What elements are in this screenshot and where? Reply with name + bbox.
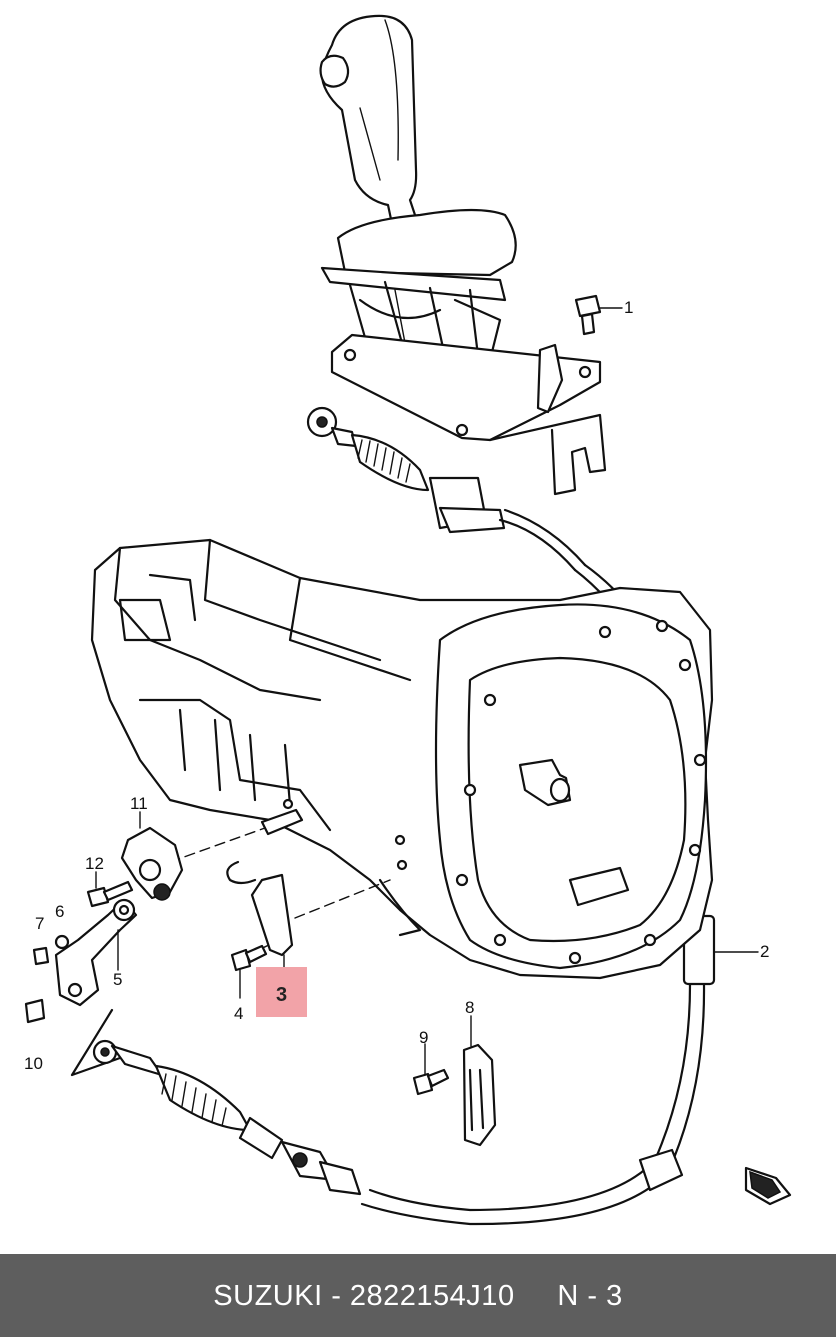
callout-6: 6 [55, 902, 65, 921]
transmission-shift-linkage-drawing [24, 14, 792, 1226]
callout-11: 11 [130, 794, 148, 813]
part-number-caption: SUZUKI - 2822154J10 N - 3 [213, 1280, 623, 1312]
bolt-4 [230, 944, 268, 999]
nut-10 [24, 998, 46, 1024]
callout-1: 1 [624, 298, 634, 317]
callout-3: 3 [275, 984, 288, 1006]
bolt-9 [412, 1043, 450, 1096]
callout-5: 5 [113, 970, 123, 989]
callout-9: 9 [419, 1028, 429, 1047]
bracket-3 [226, 860, 294, 969]
callout-12: 12 [85, 854, 104, 873]
footer-bar: SUZUKI - 2822154J10 N - 3 [0, 1254, 836, 1337]
transmission-case [90, 538, 714, 980]
shift-lever-assembly [319, 14, 607, 496]
bolt-1 [574, 294, 623, 336]
shift-cable-upper-end [306, 406, 587, 572]
washer-6 [54, 934, 70, 950]
callout-8: 8 [465, 998, 475, 1017]
bracket-8 [462, 1015, 497, 1147]
parts-diagram [24, 14, 792, 1226]
shift-cable-lower-end [92, 1039, 362, 1196]
shift-lever-5 [54, 898, 138, 1007]
highlighted-part-callout[interactable]: 3 [256, 967, 307, 1017]
callout-4: 4 [234, 1004, 244, 1023]
neutral-switch-11 [120, 811, 184, 901]
nut-7 [32, 946, 50, 966]
callout-7: 7 [35, 914, 45, 933]
forward-arrow-icon [744, 1166, 792, 1206]
callout-2: 2 [760, 942, 770, 961]
bolt-12 [86, 871, 134, 908]
callout-10: 10 [24, 1054, 43, 1073]
